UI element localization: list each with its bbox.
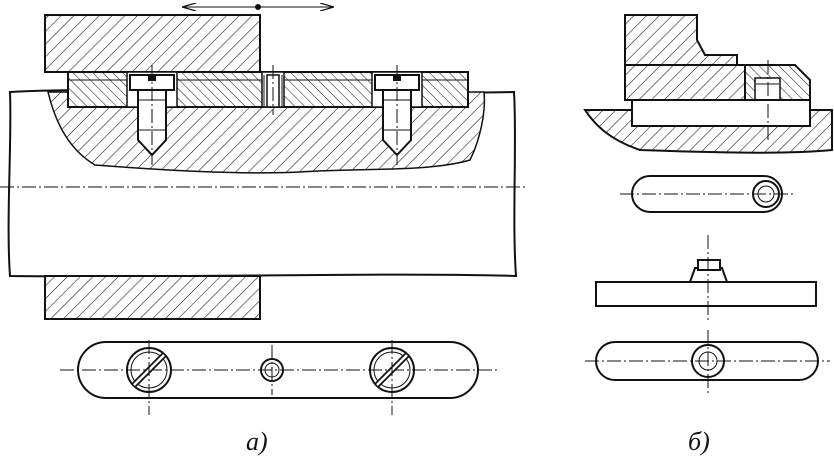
plan-center-hole <box>260 345 284 395</box>
key-b-plan-view <box>585 330 830 395</box>
screw-right <box>374 65 420 165</box>
caption-b: б) <box>688 427 710 456</box>
upper-guide-block <box>44 14 261 73</box>
view-a-section: а) <box>0 4 525 456</box>
key-in-shaft <box>631 99 811 127</box>
view-b-section: б) <box>583 14 833 456</box>
plan-screw-left <box>126 340 172 415</box>
hub-section <box>624 14 738 66</box>
key-plan-view <box>60 340 500 415</box>
plan-screw-right <box>369 340 415 415</box>
lower-guide-block <box>44 275 261 320</box>
movement-arrow <box>183 4 333 10</box>
key-b-side-view <box>595 235 817 320</box>
screw-left <box>129 65 175 165</box>
caption-a: а) <box>246 427 268 456</box>
center-threaded-hole <box>263 65 283 115</box>
hub-lower-hatch <box>624 64 746 101</box>
key-b-top-view <box>620 175 795 213</box>
